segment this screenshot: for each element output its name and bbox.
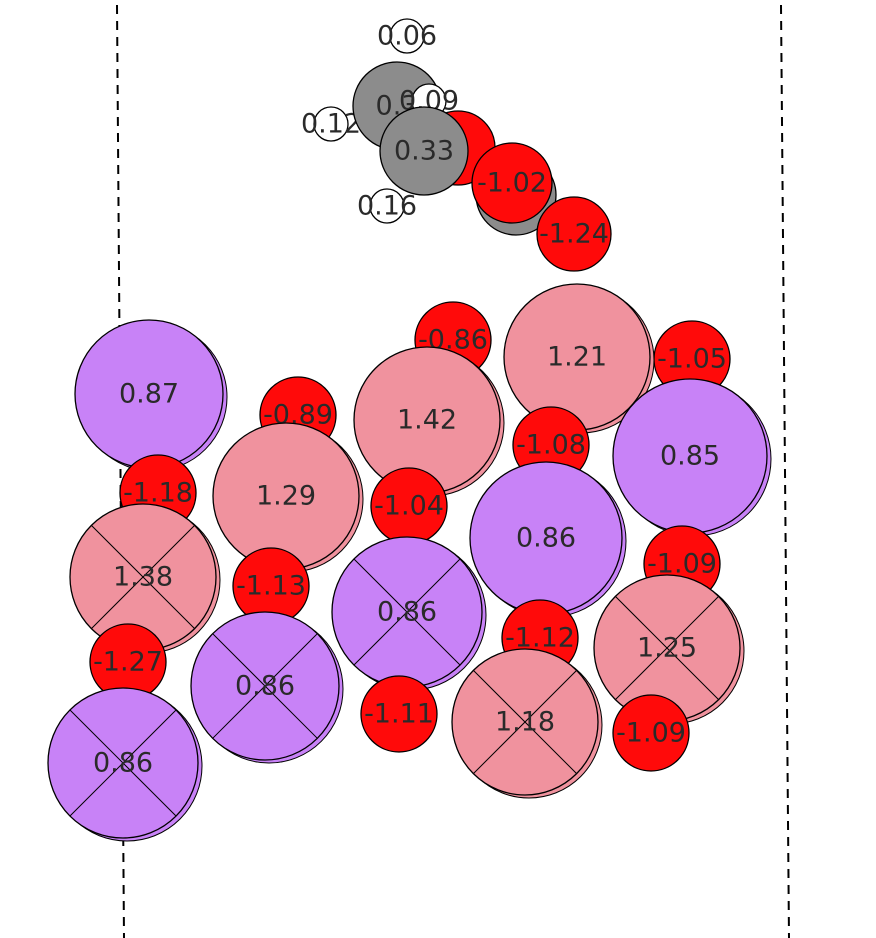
atom-cross-mark bbox=[353, 558, 461, 666]
charge-label: 1.38 bbox=[113, 562, 173, 593]
atom-oxygen: -1.02 bbox=[471, 142, 553, 224]
atom-metal-pink: 1.25 bbox=[593, 574, 745, 725]
atom-hydrogen: 0.16 bbox=[357, 188, 417, 224]
atom-oxygen: -1.09 bbox=[612, 694, 690, 772]
charge-label: -1.11 bbox=[364, 699, 434, 730]
atom-metal-violet: 0.86 bbox=[331, 536, 487, 691]
atom-metal-violet: 0.86 bbox=[469, 461, 627, 618]
atom-circle bbox=[360, 675, 438, 753]
charge-label: 0.06 bbox=[377, 21, 437, 52]
atom-circle bbox=[389, 18, 425, 54]
charge-label: 0.33 bbox=[394, 136, 454, 167]
atom-circle bbox=[612, 694, 690, 772]
atom-hydrogen: 0.06 bbox=[377, 18, 437, 54]
charge-label: -1.02 bbox=[477, 168, 547, 199]
cell-boundary-left bbox=[116, 4, 125, 938]
atom-metal-violet: 0.86 bbox=[190, 611, 344, 764]
charge-label: -1.27 bbox=[93, 647, 163, 678]
atom-circle bbox=[471, 142, 553, 224]
atom-metal-violet: 0.87 bbox=[74, 319, 228, 472]
charge-label: -1.18 bbox=[123, 478, 193, 509]
atom-metal-pink: 1.38 bbox=[69, 503, 221, 654]
atom-cross-mark bbox=[212, 633, 318, 739]
charge-label: 0.12 bbox=[301, 109, 361, 140]
atom-oxygen: -1.24 bbox=[536, 196, 612, 272]
charge-label: -1.09 bbox=[616, 718, 686, 749]
atom-cross-mark bbox=[615, 596, 719, 700]
atom-oxygen: -1.11 bbox=[360, 675, 438, 753]
atom-hydrogen: 0.12 bbox=[301, 106, 361, 142]
atom-metal-pink: 1.18 bbox=[451, 648, 603, 799]
charge-label: 0.87 bbox=[119, 379, 179, 410]
charge-label: -1.09 bbox=[647, 549, 717, 580]
atom-metal-pink: 1.29 bbox=[212, 422, 364, 573]
atom-oxygen: -1.04 bbox=[370, 467, 448, 545]
atom-circle bbox=[379, 106, 469, 196]
atom-metal-violet: 0.85 bbox=[612, 378, 772, 537]
charge-label: 1.18 bbox=[495, 707, 555, 738]
charge-label: -1.08 bbox=[516, 430, 586, 461]
atom-cross-mark bbox=[91, 525, 195, 629]
atom-circle bbox=[536, 196, 612, 272]
atom-carbon: 0.33 bbox=[379, 106, 469, 196]
atom-metal-violet: 0.86 bbox=[47, 687, 203, 842]
atom-cross-mark bbox=[473, 670, 577, 774]
charge-label: -1.24 bbox=[539, 219, 609, 250]
atom-metal-pink: 1.42 bbox=[353, 346, 505, 497]
charge-label: 0.85 bbox=[660, 441, 720, 472]
charge-label: 0.86 bbox=[235, 671, 295, 702]
atom-circle bbox=[369, 188, 405, 224]
cell-boundary-right bbox=[780, 4, 790, 938]
charge-label: -1.04 bbox=[374, 491, 444, 522]
charge-label: -1.05 bbox=[657, 344, 727, 375]
atom-metal-pink: 1.21 bbox=[503, 283, 655, 434]
atom-cross-mark bbox=[69, 709, 177, 817]
charge-label: 1.25 bbox=[637, 633, 697, 664]
charge-label: 1.29 bbox=[256, 481, 316, 512]
charge-label: 1.21 bbox=[547, 342, 607, 373]
atom-oxygen: -1.13 bbox=[232, 547, 310, 625]
atom-oxygen: -1.27 bbox=[89, 623, 167, 701]
charge-label: -1.13 bbox=[236, 571, 306, 602]
atoms-layer: 0.060.120.160.310.090.33-1.02-1.24-0.86-… bbox=[47, 18, 772, 842]
charge-label: 0.86 bbox=[93, 748, 153, 779]
charge-label: -1.12 bbox=[505, 623, 575, 654]
atom-circle bbox=[313, 106, 349, 142]
charge-label: 1.42 bbox=[397, 405, 457, 436]
charge-label: 0.86 bbox=[377, 597, 437, 628]
charge-label: 0.86 bbox=[516, 523, 576, 554]
charge-label: 0.16 bbox=[357, 191, 417, 222]
